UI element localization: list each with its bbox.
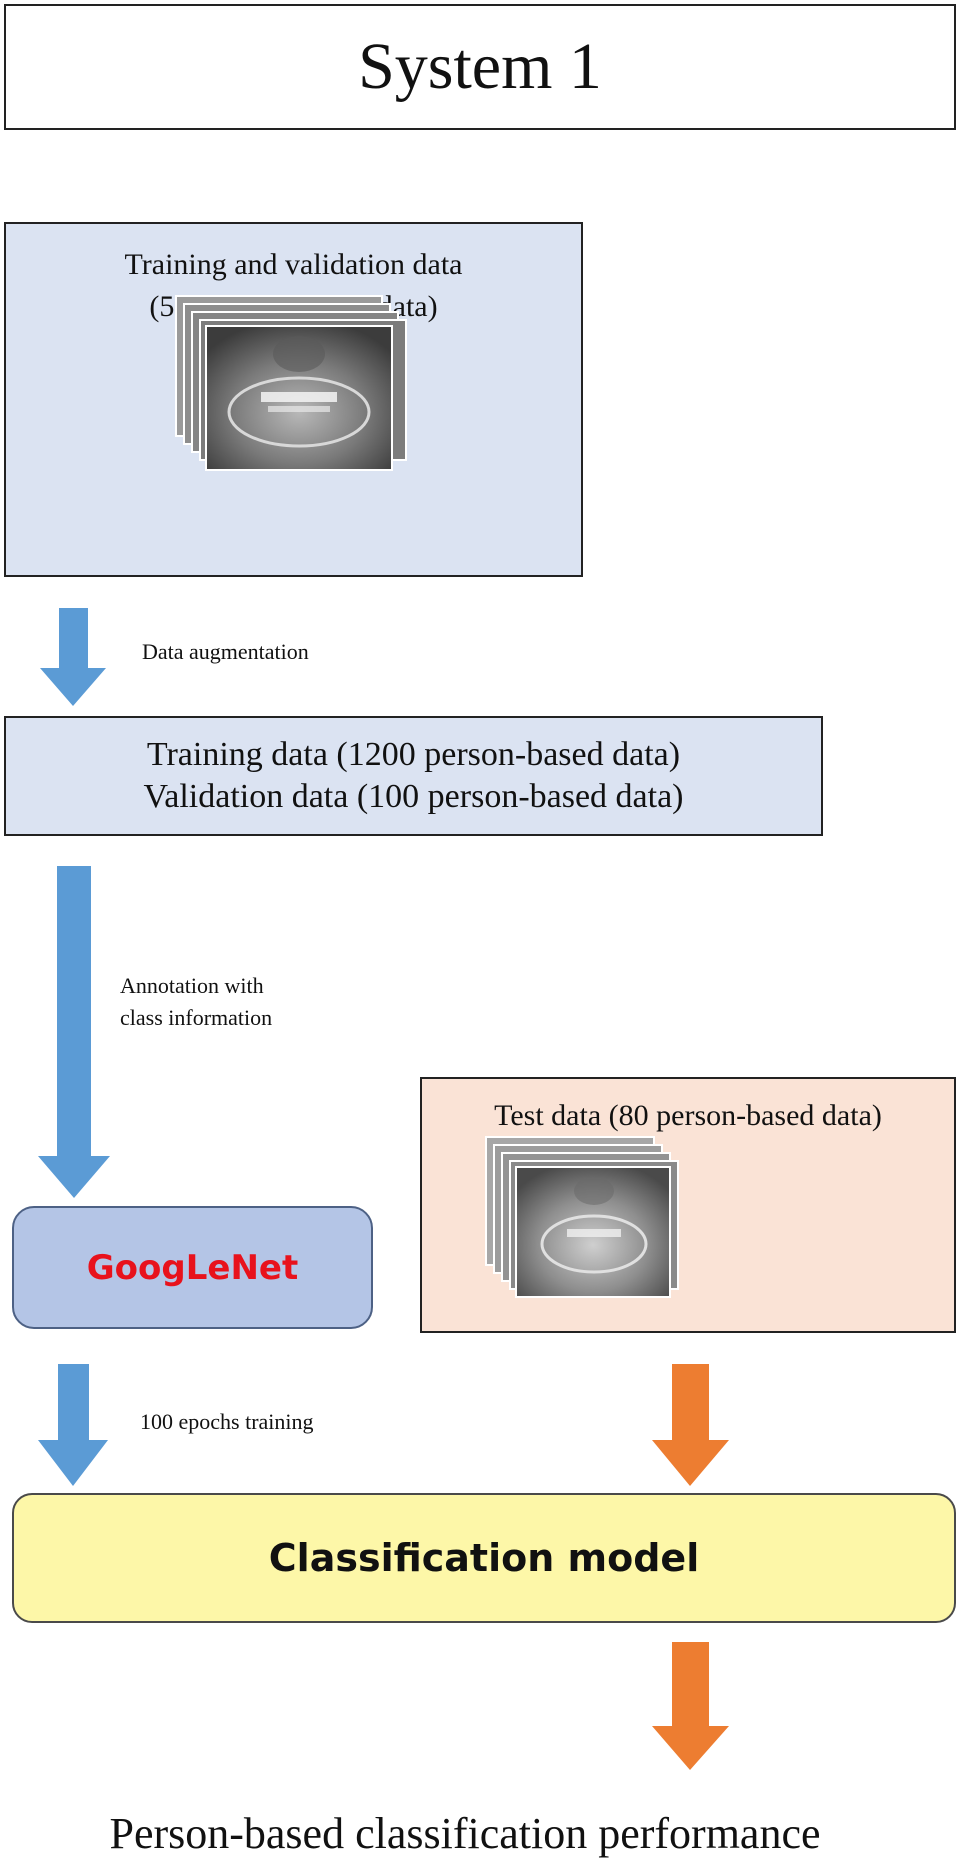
- training-arrow: [38, 1364, 108, 1486]
- result-arrow: [652, 1642, 729, 1770]
- test-arrow: [652, 1364, 729, 1486]
- augmentation-arrow: [40, 608, 106, 706]
- annotation-arrow: [38, 866, 110, 1198]
